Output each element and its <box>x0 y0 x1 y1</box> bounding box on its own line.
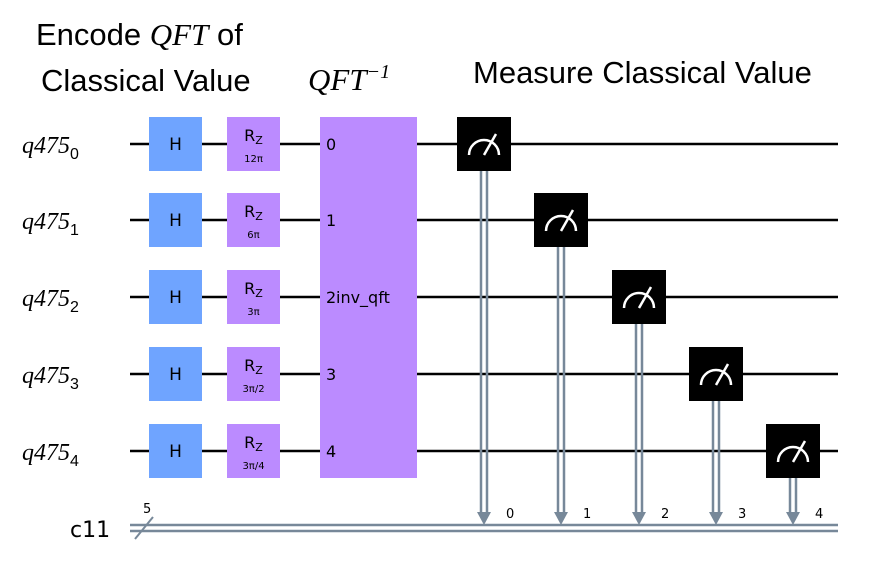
h-gate-label-4: H <box>169 442 182 462</box>
rz-gates: RZ 12π RZ 6π RZ 3π RZ 3π/2 RZ 3π/4 <box>227 117 280 478</box>
h-gate-2 <box>149 270 202 324</box>
h-gate-label-0: H <box>169 135 182 155</box>
inv-qft-pin-4: 4 <box>326 442 336 461</box>
rz-gate-label-0: RZ <box>244 126 263 147</box>
h-gate-1 <box>149 193 202 247</box>
classical-bit-label-4: 4 <box>815 507 823 522</box>
rz-gate-param-1: 6π <box>247 230 259 241</box>
rz-gate-label-1: RZ <box>244 202 263 223</box>
h-gate-4 <box>149 424 202 478</box>
measure-header: Measure Classical Value <box>473 55 812 90</box>
meter-icon <box>622 291 656 309</box>
rz-gate-label-2: RZ <box>244 279 263 300</box>
measure-gate-1 <box>534 193 588 247</box>
rz-gate-param-4: 3π/4 <box>242 461 264 472</box>
inv-qft-box <box>320 117 417 478</box>
inv-qft-pin-0: 0 <box>326 135 336 154</box>
rz-gate-1 <box>227 193 280 247</box>
meter-icon <box>544 214 578 232</box>
rz-gate-4 <box>227 424 280 478</box>
classical-bit-label-3: 3 <box>738 507 746 522</box>
rz-gate-param-2: 3π <box>247 307 259 318</box>
measure-gate-4 <box>766 424 820 478</box>
classical-bus-slash <box>134 516 154 540</box>
h-gates: H H H H H <box>149 117 202 478</box>
h-gate-label-2: H <box>169 288 182 308</box>
meter-icon <box>467 138 501 156</box>
measure-connectors <box>479 171 798 512</box>
measure-gate-0 <box>457 117 511 171</box>
qubit-label-2: q4752 <box>22 286 79 316</box>
rz-gate-label-3: RZ <box>244 356 263 377</box>
classical-bit-label-1: 1 <box>583 507 591 522</box>
classical-width: 5 <box>143 502 151 517</box>
h-gate-label-1: H <box>169 211 182 231</box>
h-gate-label-3: H <box>169 365 182 385</box>
qubit-label-0: q4750 <box>22 133 79 163</box>
qubit-label-4: q4754 <box>22 440 79 470</box>
meter-icon <box>699 368 733 386</box>
rz-gate-param-0: 12π <box>244 154 263 165</box>
encode-header-line2: Classical Value <box>41 63 251 98</box>
measure-arrowheads <box>477 512 800 525</box>
classical-register-label: c11 <box>70 518 110 543</box>
classical-wire <box>130 523 838 533</box>
inv-qft-pin-1: 1 <box>326 211 336 230</box>
inv-qft-pin-2: 2 <box>326 288 336 307</box>
inv-qft-pin-3: 3 <box>326 365 336 384</box>
qubit-label-3: q4753 <box>22 363 79 393</box>
classical-bit-label-2: 2 <box>661 507 669 522</box>
measure-gates <box>457 117 820 478</box>
qubit-label-1: q4751 <box>22 209 79 239</box>
rz-gate-param-3: 3π/2 <box>242 384 264 395</box>
h-gate-0 <box>149 117 202 171</box>
encode-header-line1: Encode QFT of <box>36 17 243 52</box>
classical-bit-label-0: 0 <box>506 507 514 522</box>
rz-gate-label-4: RZ <box>244 433 263 454</box>
rz-gate-0 <box>227 117 280 171</box>
inverse-qft-header: QFT−1 <box>308 61 390 97</box>
measure-gate-2 <box>612 270 666 324</box>
measure-gate-3 <box>689 347 743 401</box>
inv-qft-gate: 0 1 2 inv_qft 3 4 <box>320 117 417 478</box>
rz-gate-3 <box>227 347 280 401</box>
meter-icon <box>776 445 810 463</box>
rz-gate-2 <box>227 270 280 324</box>
inv-qft-label: inv_qft <box>336 288 390 308</box>
h-gate-3 <box>149 347 202 401</box>
